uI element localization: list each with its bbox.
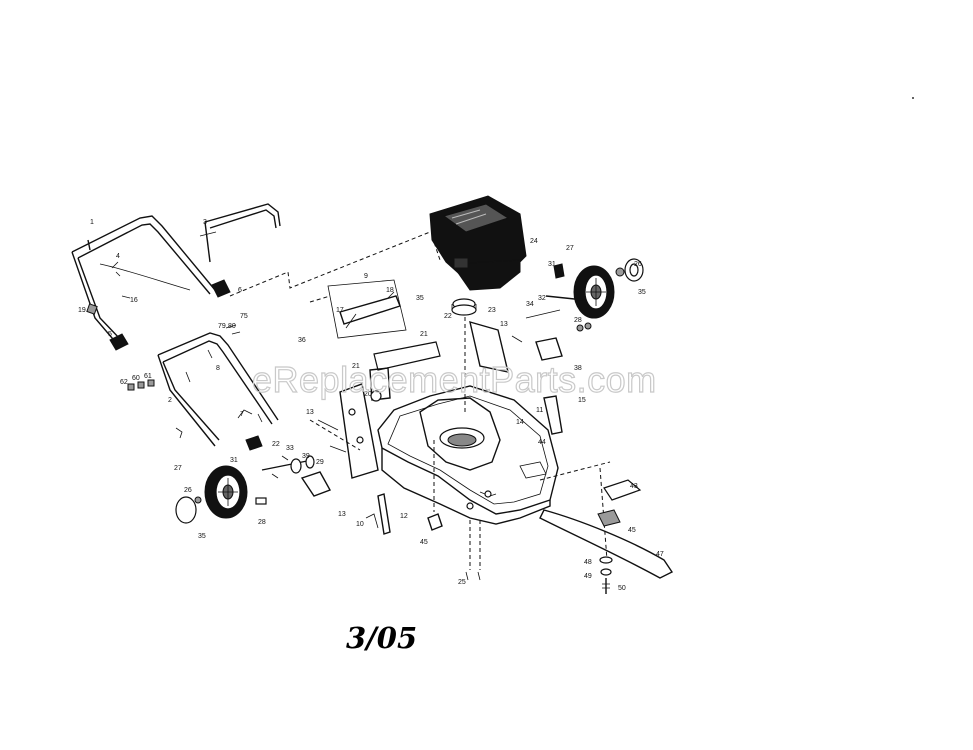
assembly-leader-lines: [229, 231, 611, 570]
callout-label: 60: [132, 375, 140, 382]
stray-dot: [912, 97, 914, 99]
upper-handle: [71, 215, 231, 351]
callout-label: 61: [144, 373, 152, 380]
engine-pulley: [451, 298, 477, 316]
callout-label: 48: [584, 559, 592, 566]
deck-small-parts: [365, 513, 481, 581]
callout-label: 32: [538, 295, 546, 302]
callout-label: 75: [240, 313, 248, 320]
callout-label: 27: [174, 465, 182, 472]
callout-label: 34: [526, 301, 534, 308]
callout-label: 22: [444, 313, 452, 320]
callout-label: 49: [584, 573, 592, 580]
blade-assembly: [539, 479, 674, 594]
callout-label: 35: [198, 533, 206, 540]
callout-label: 21: [420, 331, 428, 338]
callout-label: 62: [120, 379, 128, 386]
callout-label: 38: [574, 365, 582, 372]
callout-label: 21: [352, 363, 360, 370]
callout-label: 13: [306, 409, 314, 416]
callout-label: 35: [638, 289, 646, 296]
callout-label: 29: [316, 459, 324, 466]
rear-flap: [369, 341, 441, 402]
callout-label: 1: [90, 219, 94, 226]
callout-label: 6: [238, 287, 242, 294]
callout-label: 45: [420, 539, 428, 546]
callout-label: 24: [530, 238, 538, 245]
callout-label: 10: [356, 521, 364, 528]
callout-label: 2: [168, 397, 172, 404]
callout-label: 20: [364, 391, 372, 398]
control-bail: [199, 203, 281, 263]
callout-label: 19: [78, 307, 86, 314]
mower-deck: [377, 385, 559, 525]
callout-label: 39: [302, 453, 310, 460]
callout-label: 79: [218, 323, 226, 330]
callout-label: 9: [364, 273, 368, 280]
callout-label: 25: [458, 579, 466, 586]
callout-label: 23: [488, 307, 496, 314]
callout-label: 18: [386, 287, 394, 294]
callout-label: 8: [216, 365, 220, 372]
callout-label: 11: [536, 407, 543, 414]
callout-label: 80: [228, 323, 236, 330]
left-wheel: [175, 465, 267, 524]
callout-label: 31: [548, 261, 556, 268]
callout-label: 31: [230, 457, 238, 464]
callout-label: 5: [108, 331, 112, 338]
part-callouts: 1 2 3 4 5 6 7 8 9 10 11 12 13 13 13 14 1…: [78, 219, 664, 592]
callout-label: 7: [240, 411, 244, 418]
callout-label: 35: [416, 295, 424, 302]
callout-label: 33: [286, 445, 294, 452]
callout-label: 15: [578, 397, 586, 404]
callout-label: 17: [336, 307, 344, 314]
left-height-bracket: [300, 383, 391, 535]
callout-label: 28: [258, 519, 266, 526]
callout-label: 45: [628, 527, 636, 534]
callout-label: 27: [566, 245, 574, 252]
lower-handle: [157, 332, 279, 447]
callout-label: 28: [574, 317, 582, 324]
callout-label: 3: [203, 219, 207, 226]
right-wheel: [545, 258, 644, 332]
callout-label: 44: [538, 439, 546, 446]
watermark-text: eReplacementParts.com: [252, 359, 657, 400]
left-axle-hardware: [245, 435, 315, 479]
callout-label: 50: [618, 585, 626, 592]
callout-label: 26: [634, 261, 642, 268]
callout-label: 4: [116, 253, 120, 260]
handle-hardware: [127, 324, 241, 391]
callout-label: 16: [130, 297, 138, 304]
callout-label: 13: [338, 511, 346, 518]
right-height-bracket: [469, 309, 563, 435]
callout-label: 43: [630, 483, 638, 490]
engine: [429, 195, 527, 291]
callout-label: 47: [656, 551, 664, 558]
callout-label: 36: [298, 337, 306, 344]
callout-label: 26: [184, 487, 192, 494]
date-stamp: 3/05: [346, 621, 417, 655]
callout-label: 22: [272, 441, 280, 448]
callout-label: 12: [400, 513, 408, 520]
callout-label: 14: [516, 419, 524, 426]
rear-flap-inset: [327, 279, 407, 339]
callout-label: 13: [500, 321, 508, 328]
